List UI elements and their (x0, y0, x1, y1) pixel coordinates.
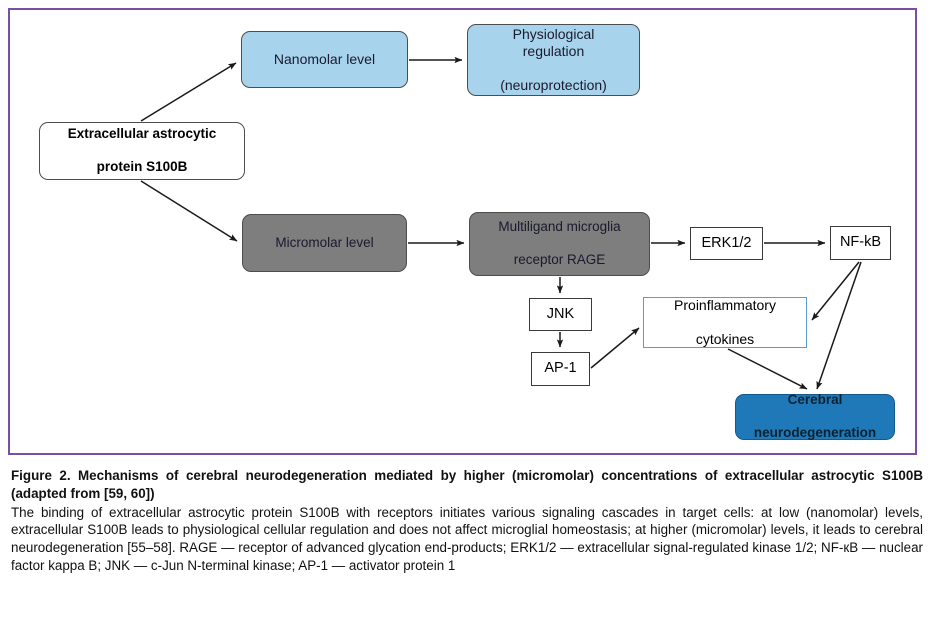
node-cytokines-line1: Proinflammatory (674, 296, 776, 313)
node-nfkb-label: NF-kB (839, 234, 882, 251)
figure-frame: Extracellular astrocytic protein S100B N… (8, 8, 917, 455)
node-cerebral-neurodegeneration[interactable]: Cerebral neurodegeneration (735, 392, 895, 441)
node-physiological-line2: (neuroprotection) (500, 77, 607, 94)
arrow-s100b-to-micromolar (140, 180, 238, 242)
node-physiological-regulation[interactable]: Physiological regulation (neuroprotectio… (467, 24, 640, 96)
node-erk1-2[interactable]: ERK1/2 (690, 227, 763, 260)
node-erk-label: ERK1/2 (701, 234, 752, 251)
node-jnk-label: JNK (546, 305, 575, 322)
node-cerebral-line2: neurodegeneration (753, 425, 877, 441)
diagram-canvas: Extracellular astrocytic protein S100B N… (10, 10, 915, 453)
node-cerebral-line1: Cerebral (787, 392, 843, 408)
node-cytokines-line2: cytokines (695, 331, 755, 348)
node-ap1-label: AP-1 (544, 360, 577, 377)
arrow-nfkb-to-cytokines (811, 261, 860, 321)
node-ap-1[interactable]: AP-1 (531, 352, 590, 386)
node-nf-kb[interactable]: NF-kB (830, 226, 891, 260)
figure-caption: Figure 2. Mechanisms of cerebral neurode… (11, 467, 923, 575)
arrow-cytokines-to-cerebral (727, 348, 808, 390)
arrow-layer (140, 56, 862, 390)
node-rage-line2: receptor RAGE (513, 252, 606, 268)
node-nanomolar-level[interactable]: Nanomolar level (241, 31, 408, 88)
arrow-s100b-to-nanomolar (140, 62, 237, 122)
node-jnk[interactable]: JNK (529, 298, 592, 331)
node-multiligand-microglia-receptor-rage[interactable]: Multiligand microglia receptor RAGE (469, 212, 650, 276)
node-s100b-line2: protein S100B (96, 159, 188, 175)
node-proinflammatory-cytokines[interactable]: Proinflammatory cytokines (643, 297, 807, 348)
node-rage-line1: Multiligand microglia (498, 219, 621, 235)
node-extracellular-astrocytic-protein-s100b[interactable]: Extracellular astrocytic protein S100B (39, 122, 245, 180)
arrow-ap1-to-cytokines (590, 327, 640, 369)
node-micromolar-level[interactable]: Micromolar level (242, 214, 407, 272)
figure-caption-title: Figure 2. Mechanisms of cerebral neurode… (11, 468, 923, 501)
arrow-nfkb-to-cerebral (816, 261, 862, 390)
node-micromolar-label: Micromolar level (275, 234, 374, 250)
figure-caption-body: The binding of extracellular astrocytic … (11, 504, 923, 574)
node-s100b-line1: Extracellular astrocytic (67, 126, 217, 142)
node-physiological-line1: Physiological regulation (512, 25, 595, 59)
node-nanomolar-label: Nanomolar level (273, 50, 376, 67)
